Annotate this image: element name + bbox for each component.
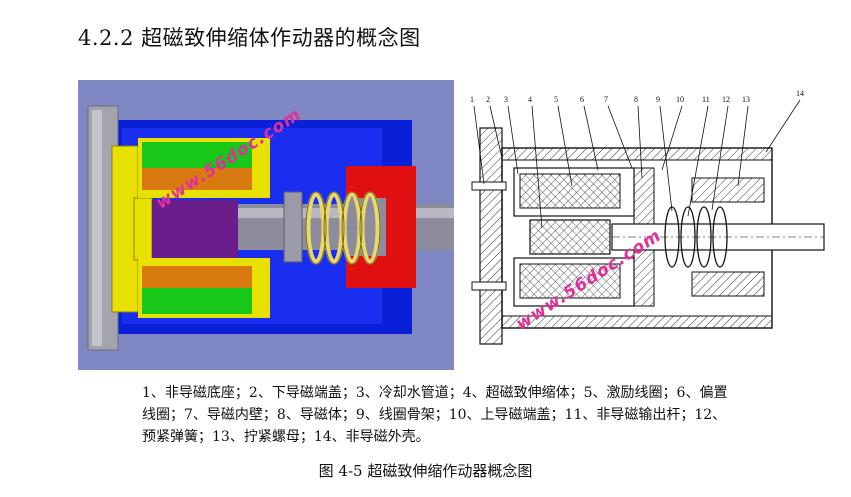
- figure-caption: 图 4-5 超磁致伸缩作动器概念图: [318, 462, 533, 480]
- drawing-base-plate: [479, 127, 503, 345]
- drawing-nut-bottom: [691, 271, 765, 297]
- legend-line: 预紧弹簧；13、拧紧螺母；14、非导磁外壳。: [142, 429, 430, 445]
- spring-collar: [283, 191, 303, 263]
- preload-spring-outline: [305, 191, 381, 265]
- drawing-magnetostrictive-rod: [529, 219, 611, 255]
- drawing-lower-coil-winding: [519, 263, 621, 299]
- figure-area: www.56doc.com: [78, 80, 828, 370]
- part-number: 3: [504, 95, 508, 104]
- part-number: 6: [580, 95, 584, 104]
- parts-legend: 1、非导磁底座；2、下导磁端盖；3、冷却水管道；4、超磁致伸缩体；5、激励线圈；…: [142, 382, 792, 448]
- part-number: 12: [722, 95, 730, 104]
- section-heading: 4.2.2 超磁致伸缩体作动器的概念图: [78, 26, 421, 50]
- legend-line: 线圈；7、导磁内壁；8、导磁体；9、线圈骨架；10、上导磁端盖；11、非导磁输出…: [142, 407, 727, 423]
- part-number: 9: [656, 95, 660, 104]
- upper-coil-green: [142, 142, 252, 168]
- lower-coil-orange: [142, 266, 252, 288]
- part-number: 7: [604, 95, 608, 104]
- part-number-labels: 1 2 3 4 5 6 7 8 9 10 11 12 13 14: [470, 89, 804, 104]
- lower-coil-green: [142, 288, 252, 314]
- drawing-bolt-top: [471, 181, 507, 191]
- part-number: 13: [742, 95, 750, 104]
- magnetostrictive-rod: [152, 200, 238, 258]
- part-number: 4: [528, 95, 532, 104]
- part-leader-lines: [473, 99, 801, 229]
- drawing-upper-coil-winding: [519, 173, 621, 209]
- drawing-spring: [664, 206, 728, 268]
- actuator-3d-render: www.56doc.com: [78, 80, 462, 370]
- actuator-drawing-svg: 1 2 3 4 5 6 7 8 9 10 11 12 13 14: [462, 86, 828, 366]
- part-number: 14: [796, 89, 804, 98]
- actuator-line-drawing: 1 2 3 4 5 6 7 8 9 10 11 12 13 14 www.56d…: [462, 86, 828, 366]
- part-number: 1: [470, 95, 474, 104]
- drawing-bolt-bottom: [471, 281, 507, 291]
- part-number: 2: [486, 95, 490, 104]
- end-cap-boss: [133, 197, 153, 261]
- actuator-3d-svg: [78, 80, 462, 370]
- part-number: 8: [634, 95, 638, 104]
- drawing-shell-bottom: [501, 315, 773, 329]
- base-plate-highlight: [92, 110, 102, 346]
- drawing-shell-top: [501, 147, 773, 161]
- part-number: 10: [676, 95, 684, 104]
- part-number: 5: [554, 95, 558, 104]
- drawing-nut-top: [691, 177, 765, 203]
- upper-coil-orange: [142, 168, 252, 190]
- part-number: 11: [702, 95, 710, 104]
- legend-line: 1、非导磁底座；2、下导磁端盖；3、冷却水管道；4、超磁致伸缩体；5、激励线圈；…: [142, 385, 728, 401]
